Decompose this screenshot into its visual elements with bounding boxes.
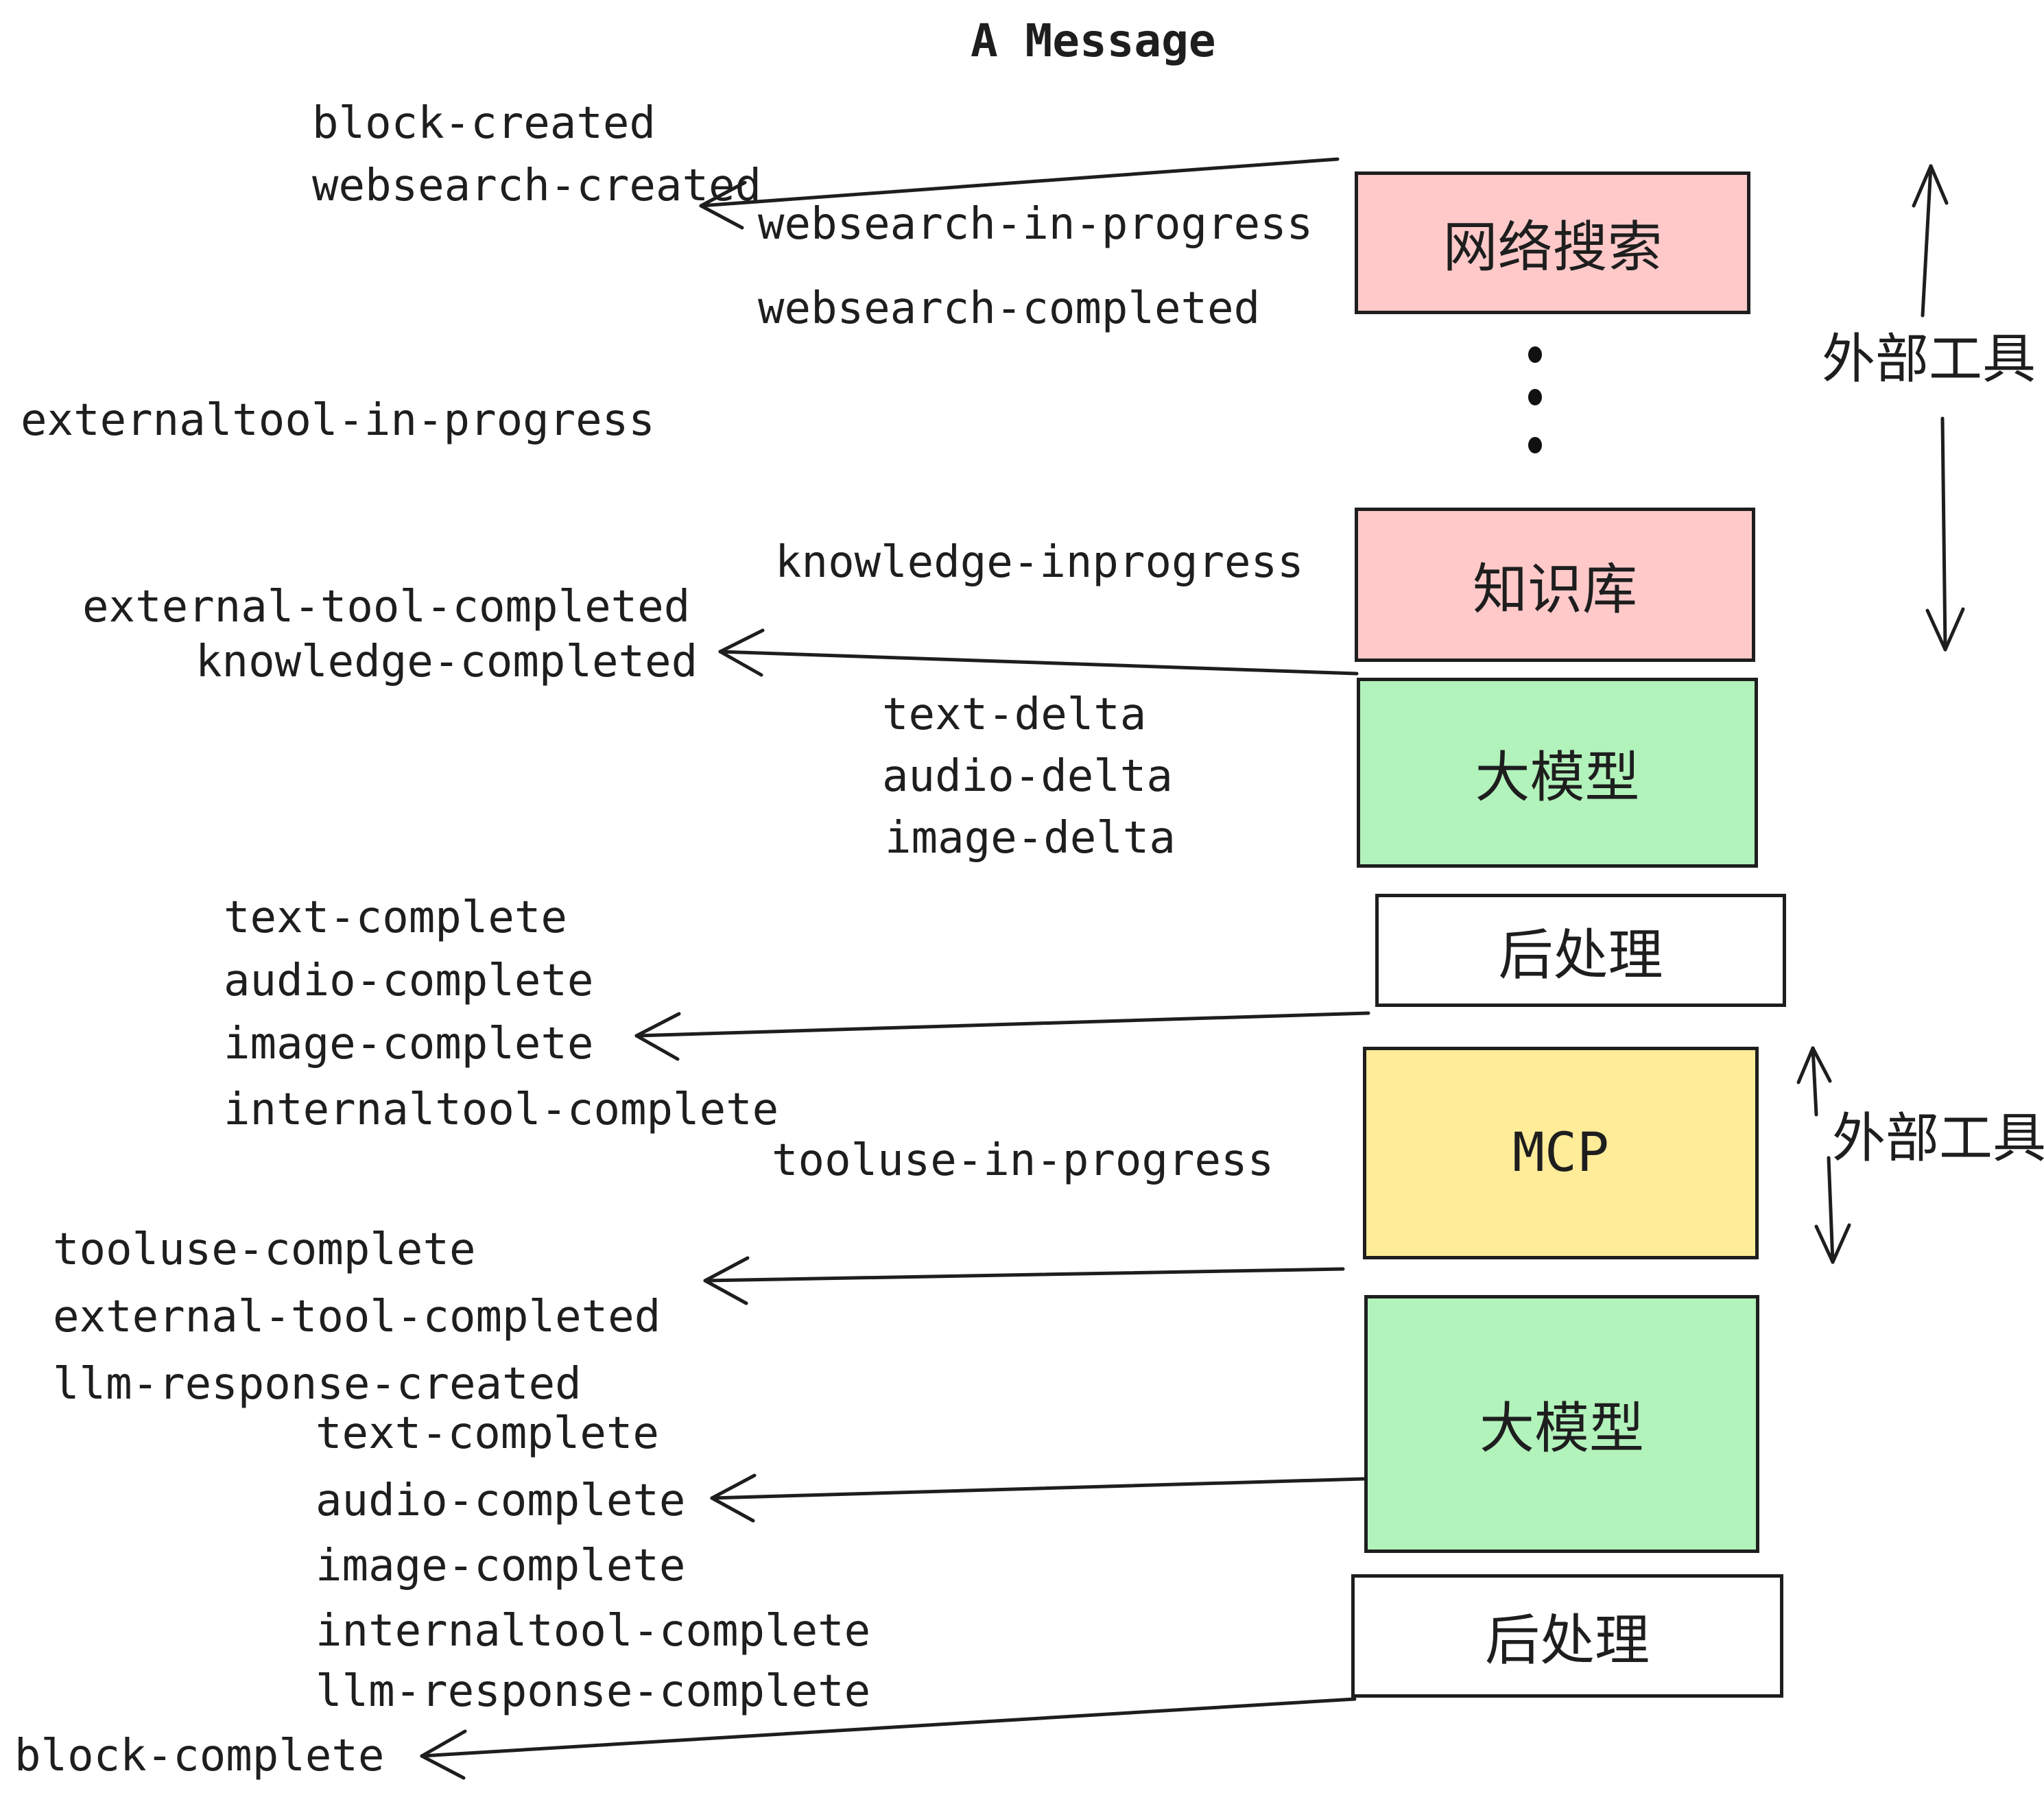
external-tools-up-arrow-top: [1912, 164, 1949, 318]
event-label-websearch-in-progress: websearch-in-progress: [758, 199, 1314, 250]
event-label-external-tool-completed: external-tool-completed: [82, 582, 691, 632]
diagram-title: A Message: [971, 14, 1216, 67]
stage-box-postprocess-1: 后处理: [1375, 894, 1786, 1007]
event-label-audio-delta: audio-delta: [882, 751, 1173, 802]
arrow-to-knowledge-completed: [718, 628, 1359, 677]
event-label-text-delta: text-delta: [882, 689, 1147, 740]
arrow-to-audio-complete: [710, 1473, 1366, 1523]
event-label-internaltool-complete: internaltool-complete: [224, 1084, 779, 1135]
event-label-websearch-created: websearch-created: [312, 161, 762, 211]
arrow-to-tooluse-complete: [703, 1256, 1345, 1305]
stage-box-websearch: 网络搜索: [1355, 171, 1750, 314]
event-label-block-created: block-created: [312, 98, 656, 149]
stage-box-postprocess-1-label: 后处理: [1498, 923, 1663, 987]
event-label-llm-response-complete: llm-response-complete: [316, 1666, 871, 1717]
event-label-knowledge-inprogress: knowledge-inprogress: [775, 537, 1304, 588]
stage-box-knowledge: 知识库: [1355, 508, 1755, 662]
event-label-externaltool-in-progress: externaltool-in-progress: [21, 395, 655, 446]
event-label-image-delta: image-delta: [885, 813, 1176, 864]
external-tools-up-arrow-mcp: [1796, 1046, 1832, 1117]
event-label-image-complete-2: image-complete: [316, 1541, 686, 1591]
event-label-tooluse-in-progress: tooluse-in-progress: [772, 1135, 1274, 1186]
stage-box-llm-2: 大模型: [1364, 1295, 1759, 1553]
stage-box-llm-2-label: 大模型: [1479, 1397, 1644, 1460]
event-label-websearch-completed: websearch-completed: [758, 283, 1261, 334]
event-label-internaltool-complete-2: internaltool-complete: [316, 1606, 871, 1657]
stage-box-mcp: MCP: [1363, 1047, 1759, 1259]
event-label-audio-complete: audio-complete: [224, 956, 594, 1006]
external-tools-label-mcp: 外部工具: [1832, 1108, 2044, 1170]
external-tools-label-top: 外部工具: [1822, 329, 2036, 390]
event-label-external-tool-completed-2: external-tool-completed: [53, 1292, 661, 1342]
stage-box-postprocess-2: 后处理: [1351, 1574, 1783, 1698]
stage-box-mcp-label: MCP: [1512, 1122, 1609, 1184]
event-label-image-complete: image-complete: [224, 1019, 594, 1069]
stage-box-postprocess-2-label: 后处理: [1485, 1609, 1650, 1672]
external-tools-down-arrow-top: [1925, 416, 1965, 652]
ellipsis-dots: [1524, 346, 1545, 463]
event-label-audio-complete-2: audio-complete: [316, 1475, 686, 1526]
stage-box-llm-1-label: 大模型: [1475, 745, 1640, 809]
stage-box-websearch-label: 网络搜索: [1442, 215, 1663, 279]
event-label-knowledge-completed: knowledge-completed: [195, 637, 698, 687]
stage-box-knowledge-label: 知识库: [1473, 557, 1637, 621]
event-label-text-complete: text-complete: [224, 892, 567, 943]
event-label-tooluse-complete: tooluse-complete: [53, 1224, 476, 1275]
event-label-block-complete: block-complete: [14, 1731, 385, 1781]
stage-box-llm-1: 大模型: [1357, 678, 1758, 868]
external-tools-down-arrow-mcp: [1814, 1156, 1851, 1264]
event-label-llm-response-created: llm-response-created: [53, 1359, 582, 1410]
event-label-text-complete-2: text-complete: [316, 1408, 659, 1459]
arrow-to-image-complete: [634, 1011, 1370, 1061]
